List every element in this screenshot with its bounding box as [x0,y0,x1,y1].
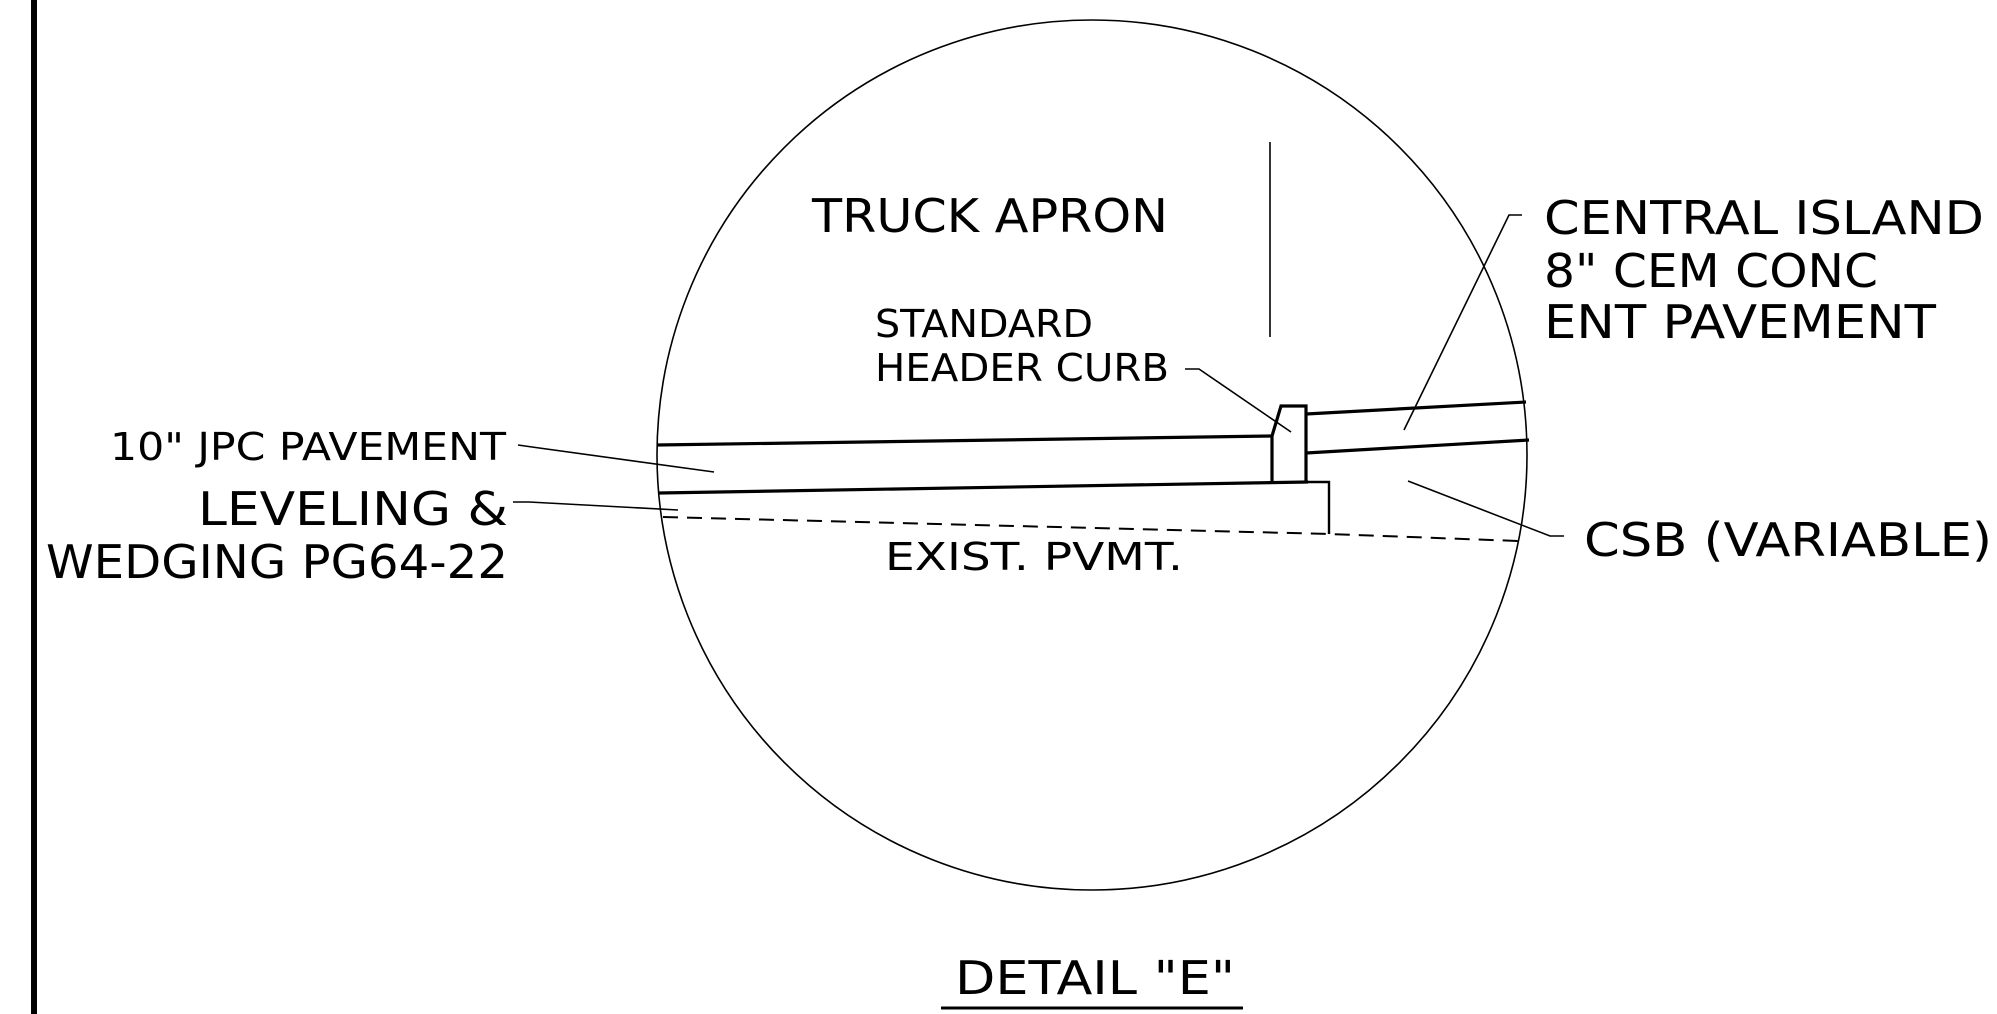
jpc-slab-top [656,434,1273,447]
jpc-pavement-leader [517,444,715,473]
jpc-slab-bottom [658,480,1309,495]
leveling-label-line2: WEDGING PG64-22 [46,535,508,589]
leveling-leader [513,501,679,511]
existing-pavement-line [662,516,1519,542]
truck-apron-label: TRUCK APRON [811,189,1168,243]
header-curb-leader [1185,368,1292,433]
central-island-label-line1: CENTRAL ISLAND [1544,191,1984,245]
csb-label: CSB (VARIABLE) [1584,513,1992,567]
header-curb [1270,404,1308,482]
central-island-slab-bottom [1305,438,1530,455]
header-curb-label-line2: HEADER CURB [875,346,1169,390]
jpc-pavement-label: 10" JPC PAVEMENT [110,425,507,469]
exist-pvmt-label: EXIST. PVMT. [885,535,1183,579]
header-curb-label-line1: STANDARD [875,302,1093,346]
csb-base-outline [1306,480,1331,534]
csb-leader [1407,480,1564,537]
detail-title: DETAIL "E" [955,951,1235,1005]
central-island-slab-top [1305,400,1527,416]
leveling-label-line1: LEVELING & [198,482,508,536]
central-island-leader [1403,214,1522,431]
central-island-label-line3: ENT PAVEMENT [1544,295,1937,349]
central-island-label-line2: 8" CEM CONC [1544,244,1878,298]
detail-circle [656,19,1528,891]
